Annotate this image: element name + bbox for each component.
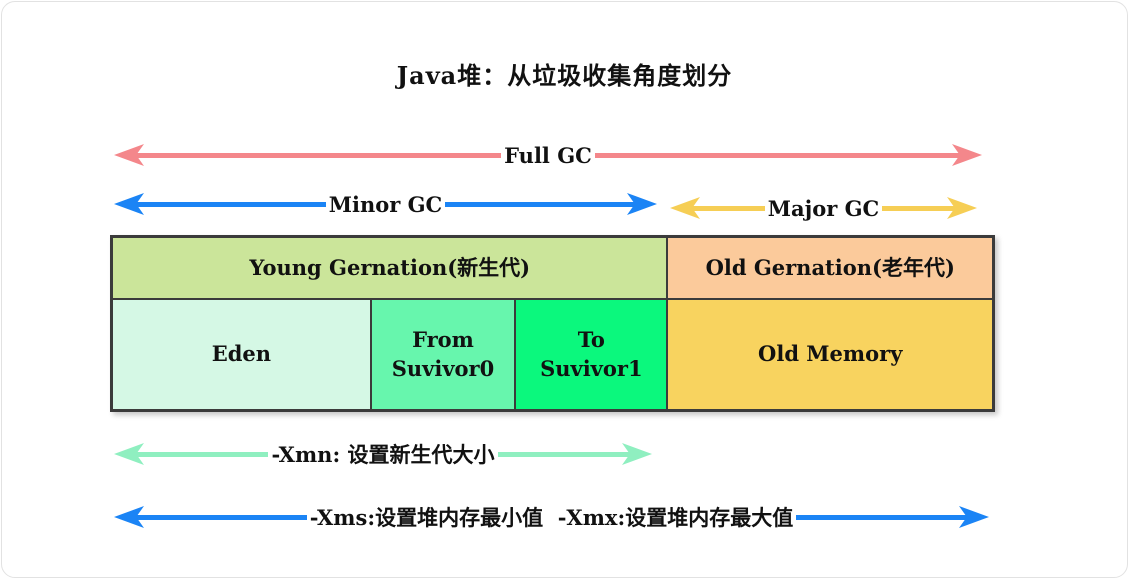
arrow-line [136,451,269,457]
minor-gc-label: Minor GC [328,191,443,217]
arrow-line [882,205,956,211]
major-gc-arrow: Major GC [670,194,978,222]
arrow-line [796,514,967,520]
xms-xmx-arrow: -Xms:设置堆内存最小值 -Xmx:设置堆内存最大值 [114,503,989,531]
minor-gc-arrow: Minor GC [114,190,657,218]
arrow-line [445,201,635,207]
arrow-line [594,152,961,158]
old-memory-cell: Old Memory [667,299,993,410]
to-survivor1-cell: To Suvivor1 [515,299,668,410]
old-generation-cell: Old Gernation(老年代) [667,237,993,299]
arrow-line [136,201,326,207]
from-survivor0-cell: From Suvivor0 [370,299,516,410]
full-gc-arrow: Full GC [114,141,983,169]
arrow-line [136,152,502,158]
xmn-arrow: -Xmn: 设置新生代大小 [114,440,653,468]
diagram-title: Java堆：从垃圾收集角度划分 [396,61,733,90]
heap-table: Young Gernation(新生代) Old Gernation(老年代) … [110,235,995,412]
arrow-line [136,514,307,520]
arrow-line [497,451,631,457]
young-generation-cell: Young Gernation(新生代) [112,237,668,299]
major-gc-label: Major GC [767,195,880,221]
eden-cell: Eden [112,299,371,410]
arrow-line [692,205,765,211]
xmn-label: -Xmn: 设置新生代大小 [271,442,495,467]
xms-xmx-label: -Xms:设置堆内存最小值 -Xmx:设置堆内存最大值 [309,505,794,530]
full-gc-label: Full GC [504,142,592,168]
